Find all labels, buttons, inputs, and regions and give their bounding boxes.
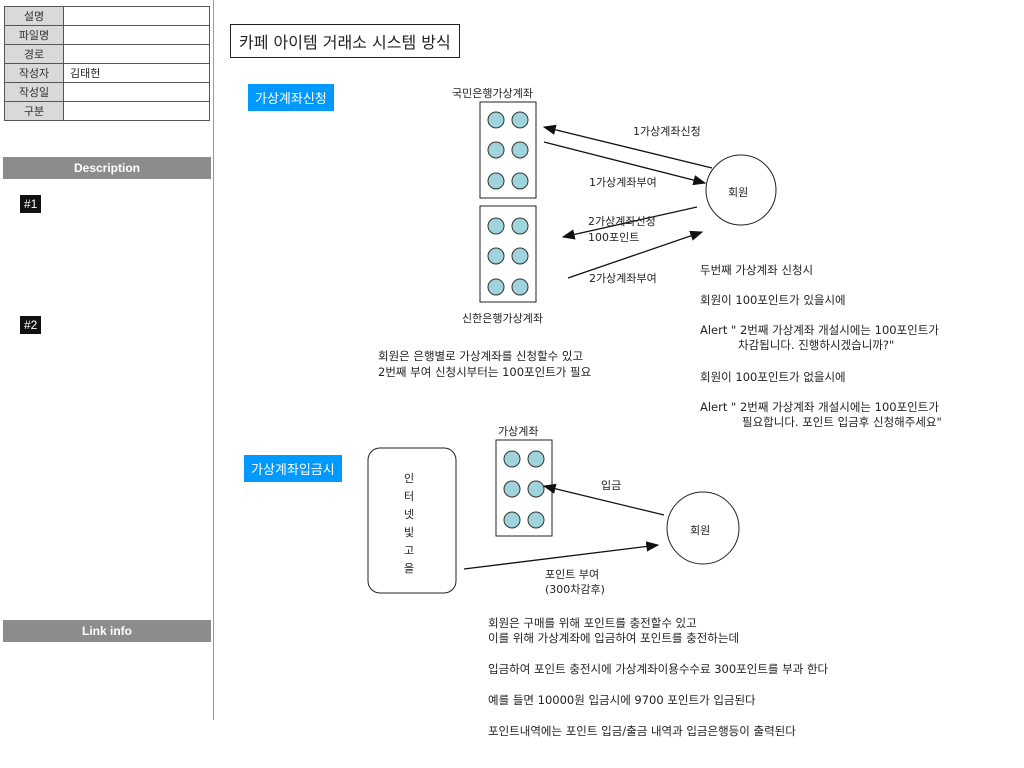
section1-note-2: 2번째 부여 신청시부터는 100포인트가 필요 [378,365,592,379]
rule-note-1: 두번째 가상계좌 신청시 [700,263,814,277]
section2-arrows [463,483,665,570]
section2-note-2: 이를 위해 가상계좌에 입금하여 포인트를 충전하는데 [488,631,740,645]
tag-2: #2 [20,316,42,334]
rule-note-3: Alert " 2번째 가상계좌 개설시에는 100포인트가 [700,323,939,337]
section1-note-1: 회원은 은행별로 가상계좌를 신청할수 있고 [378,349,584,363]
internet-char: 넷 [404,508,415,521]
arrow-label-apply-2: 2가상계좌신청 [588,215,656,228]
account-dots [503,450,545,529]
section1-arrows [542,124,713,279]
bank-dots [487,111,529,296]
member-circle-1 [705,154,777,226]
member-circle-2 [666,491,740,565]
internet-char: 고 [404,544,415,557]
internet-char: 을 [404,562,415,575]
meta-row: 경로 [4,44,210,64]
link-info-header: Link info [3,620,211,642]
bank1-label: 국민은행가상계좌 [452,87,533,100]
meta-value: 김태헌 [63,63,210,83]
description-header: Description [3,157,211,179]
account-label: 가상계좌 [498,425,539,438]
point-deduct-label: (300차감후) [545,583,605,596]
section2-note-5: 포인트내역에는 포인트 입금/출금 내역과 입금은행등이 출력된다 [488,724,796,738]
rule-note-2: 회원이 100포인트가 있을시에 [700,293,846,307]
meta-key: 설명 [4,6,64,26]
point-grant-label: 포인트 부여 [545,568,600,581]
deposit-label: 입금 [601,479,622,492]
bank2-label: 신한은행가상계좌 [462,312,543,325]
rule-note-4: 차감됩니다. 진행하시겠습니까?" [738,338,895,352]
arrow-label-points: 100포인트 [588,231,640,244]
virtual-account-deposit-button[interactable]: 가상계좌입금시 [244,455,342,482]
arrow-label-apply-1: 1가상계좌신청 [633,125,701,138]
meta-key: 파일명 [4,25,64,45]
member-label-1: 회원 [728,186,749,199]
meta-value [63,101,210,121]
meta-row: 설명 [4,6,210,26]
arrow-label-grant-1: 1가상계좌부여 [589,176,657,189]
rule-note-6: Alert " 2번째 가상계좌 개설시에는 100포인트가 [700,400,939,414]
rule-note-7: 필요합니다. 포인트 입금후 신청해주세요" [742,415,942,429]
page-title: 카페 아이템 거래소 시스템 방식 [230,24,460,58]
internet-char: 빛 [404,526,415,539]
section2-note-4: 예를 들면 10000원 입금시에 9700 포인트가 입금된다 [488,693,756,707]
meta-key: 작성일 [4,82,64,102]
internet-char: 터 [404,490,415,503]
meta-key: 경로 [4,44,64,64]
rule-note-5: 회원이 100포인트가 없을시에 [700,370,846,384]
arrow-label-grant-2: 2가상계좌부여 [589,272,657,285]
section2-note-3: 입금하여 포인트 충전시에 가상계좌이용수수료 300포인트를 부과 한다 [488,662,829,676]
member-label-2: 회원 [690,524,711,537]
internet-banking-box [367,447,457,594]
virtual-account-apply-button[interactable]: 가상계좌신청 [248,84,334,111]
section2-note-1: 회원은 구매를 위해 포인트를 충전할수 있고 [488,616,697,630]
internet-char: 인 [404,472,415,485]
tag-1: #1 [20,195,42,213]
sidebar-divider [213,0,214,720]
meta-row: 구분 [4,101,210,121]
meta-row: 작성일 [4,82,210,102]
